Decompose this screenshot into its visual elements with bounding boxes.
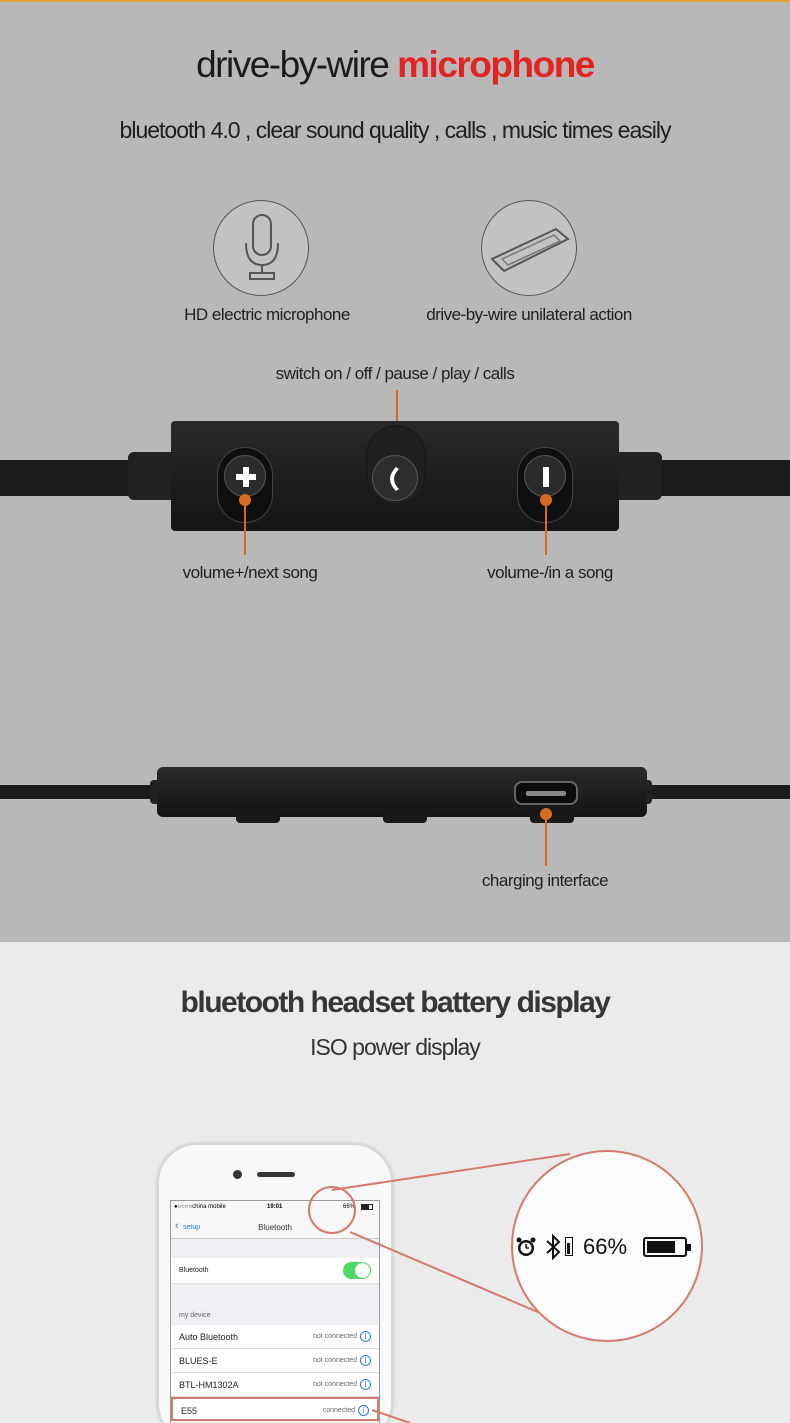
feature-label-microphone: HD electric microphone — [184, 305, 350, 324]
bluetooth-toggle-row: Bluetooth — [171, 1258, 379, 1284]
status-time: 19:01 — [267, 1204, 283, 1210]
cable-joint-left — [128, 452, 178, 500]
callout-top-line — [396, 390, 398, 444]
call-button[interactable] — [372, 455, 418, 501]
title-accent: microphone — [397, 44, 595, 85]
info-icon[interactable]: i — [358, 1405, 369, 1416]
cable-left — [0, 460, 140, 496]
callout-left-label: volume+/next song — [182, 563, 318, 582]
battery-subtitle: ISO power display — [310, 1034, 481, 1060]
device-name: BTL-HM1302A — [179, 1380, 239, 1390]
info-icon[interactable]: i — [360, 1331, 371, 1342]
callout-charging-label: charging interface — [481, 871, 609, 890]
cable-joint-right — [612, 452, 662, 500]
minus-icon — [543, 467, 549, 487]
device-status: not connected — [313, 1333, 357, 1340]
volume-up-inner — [224, 455, 266, 497]
side-button-3 — [530, 815, 574, 823]
phone-screen: ●○○○○china mobile 19:01 66% ‹ setup Blue… — [170, 1200, 380, 1423]
status-highlight-ring — [308, 1186, 356, 1234]
alarm-clock-icon — [516, 1237, 536, 1256]
bluetooth-toggle[interactable] — [343, 1262, 371, 1279]
remote-control-icon — [481, 200, 577, 296]
device-row[interactable]: Auto Bluetooth not connected i — [171, 1325, 379, 1349]
microphone-icon — [213, 200, 309, 296]
carrier-text: ●○○○○china mobile — [174, 1204, 226, 1210]
title-main: drive-by-wire — [196, 44, 398, 85]
back-chevron-icon[interactable]: ‹ — [175, 1220, 179, 1232]
device-status: not connected — [313, 1381, 357, 1388]
callout-left-line — [244, 500, 246, 555]
phone-icon — [390, 467, 399, 491]
device-row[interactable]: BTL-HM1302A not connected i — [171, 1373, 379, 1397]
device-name: BLUES-E — [179, 1356, 218, 1366]
callout-top-label: switch on / off / pause / play / calls — [275, 364, 515, 383]
usb-port-icon — [514, 781, 578, 805]
device-status: not connected — [313, 1357, 357, 1364]
feature-label-remote: drive-by-wire unilateral action — [426, 305, 632, 324]
my-device-label: my device — [179, 1312, 211, 1319]
info-icon[interactable]: i — [360, 1379, 371, 1390]
device-status: connected — [322, 1407, 355, 1414]
device-row-connected[interactable]: E55 connected i — [171, 1397, 379, 1421]
earpiece — [257, 1172, 295, 1177]
bluetooth-icon — [546, 1234, 561, 1260]
phone-battery-icon — [643, 1237, 691, 1257]
back-button[interactable]: setup — [183, 1224, 201, 1231]
callout-right-label: volume-/in a song — [487, 563, 613, 582]
nav-title: Bluetooth — [258, 1223, 292, 1232]
device-name: E55 — [181, 1406, 198, 1416]
volume-up-button[interactable] — [217, 447, 273, 523]
top-border — [0, 0, 790, 2]
section-title: drive-by-wire microphone — [0, 44, 790, 86]
cable-right — [650, 460, 790, 496]
headset-battery-icon — [565, 1237, 573, 1256]
cable2-right — [640, 785, 790, 799]
bluetooth-toggle-label: Bluetooth — [179, 1267, 209, 1274]
device-name: Auto Bluetooth — [179, 1332, 239, 1342]
battery-zoom-circle: 66% — [511, 1150, 703, 1342]
zoom-battery-percent: 66% — [583, 1234, 628, 1259]
side-button-2 — [383, 815, 427, 823]
callout-right-line — [545, 500, 547, 555]
callout-charging-line — [545, 814, 547, 866]
info-icon[interactable]: i — [360, 1355, 371, 1366]
status-battery-icon — [361, 1204, 373, 1210]
section-subtitle: bluetooth 4.0 , clear sound quality , ca… — [119, 117, 672, 143]
side-button-1 — [236, 815, 280, 823]
front-camera — [233, 1170, 242, 1179]
device-row[interactable]: BLUES-E not connected i — [171, 1349, 379, 1373]
volume-down-inner — [524, 455, 566, 497]
battery-title: bluetooth headset battery display — [180, 986, 611, 1019]
cable2-left — [0, 785, 160, 799]
plus-icon — [236, 467, 256, 487]
